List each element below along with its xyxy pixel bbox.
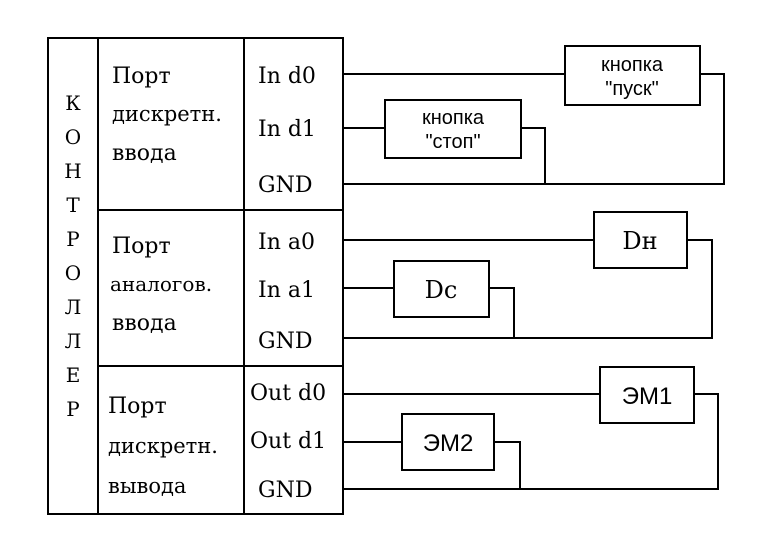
port-name-line: вывода bbox=[108, 474, 186, 498]
controller-frame bbox=[47, 37, 344, 515]
em2-frame bbox=[401, 413, 495, 471]
wires-discrete-output bbox=[343, 393, 719, 490]
controller-letter: Т bbox=[66, 193, 80, 217]
controller-letter: О bbox=[65, 125, 81, 149]
controller-letter: Л bbox=[65, 329, 82, 353]
start-button-frame bbox=[564, 45, 701, 106]
pin-out-d1: Out d1 bbox=[250, 429, 326, 454]
pin-gnd-2: GND bbox=[258, 329, 312, 354]
pin-gnd-3: GND bbox=[258, 478, 312, 503]
pin-in-a1: In a1 bbox=[258, 278, 315, 303]
port-name-line: Порт bbox=[112, 64, 171, 89]
wire-dn-to-gnd bbox=[343, 239, 713, 339]
wire-em1-to-gnd bbox=[343, 393, 719, 490]
dc-sensor-box: Dс bbox=[393, 260, 490, 318]
start-button-label-line2: "пуск" bbox=[605, 78, 659, 100]
wire-start-to-gnd bbox=[343, 73, 725, 185]
wire-em2-to-gnd bbox=[494, 441, 521, 489]
port-name-line: аналогов. bbox=[110, 272, 212, 296]
stop-button-label-line2: "стоп" bbox=[425, 131, 480, 153]
stop-button-frame bbox=[384, 99, 522, 159]
pin-in-d0: In d0 bbox=[258, 64, 316, 89]
em1-frame bbox=[599, 366, 695, 424]
wire-dc-to-gnd bbox=[489, 287, 515, 338]
start-button-box: кнопка "пуск" bbox=[564, 45, 701, 106]
dn-sensor-box: Dн bbox=[593, 211, 688, 269]
port-discrete-output-name: Порт дискретн. вывода bbox=[108, 394, 218, 498]
pin-in-d1: In d1 bbox=[258, 117, 316, 142]
port-name-line: ввода bbox=[112, 141, 177, 166]
em1-label: ЭМ1 bbox=[622, 383, 673, 410]
port-discrete-input-name: Порт дискретн. ввода bbox=[112, 64, 222, 166]
wires-analog-input bbox=[343, 239, 713, 339]
dc-sensor-label: Dс bbox=[425, 276, 458, 304]
pin-gnd-1: GND bbox=[258, 173, 312, 198]
controller-letter: Л bbox=[65, 295, 82, 319]
wire-stop-to-gnd bbox=[521, 127, 546, 184]
start-button-label-line1: кнопка bbox=[601, 54, 664, 76]
port-analog-input-name: Порт аналогов. ввода bbox=[110, 234, 212, 336]
em2-box: ЭМ2 bbox=[401, 413, 495, 471]
port-name-line: дискретн. bbox=[112, 102, 222, 126]
port-name-line: дискретн. bbox=[108, 434, 218, 458]
stop-button-box: кнопка "стоп" bbox=[384, 99, 522, 159]
em1-box: ЭМ1 bbox=[599, 366, 695, 424]
controller-letter: Р bbox=[66, 227, 79, 251]
port-name-line: Порт bbox=[108, 394, 167, 419]
port-name-line: ввода bbox=[112, 311, 177, 336]
controller-table bbox=[47, 37, 344, 515]
controller-letter: Н bbox=[64, 159, 81, 183]
pin-in-a0: In a0 bbox=[258, 230, 315, 255]
controller-letter: Е bbox=[66, 363, 81, 387]
dn-sensor-label: Dн bbox=[622, 227, 657, 255]
wires-discrete-input bbox=[343, 73, 725, 185]
stop-button-label-line1: кнопка bbox=[422, 107, 485, 129]
port-name-line: Порт bbox=[112, 234, 171, 259]
dc-sensor-frame bbox=[393, 260, 490, 318]
controller-letter: О bbox=[65, 261, 81, 285]
pin-labels: In d0 In d1 GND In a0 In a1 GND Out d0 O… bbox=[250, 64, 326, 503]
dn-sensor-frame bbox=[593, 211, 688, 269]
pin-out-d0: Out d0 bbox=[250, 381, 326, 406]
controller-letter: Р bbox=[66, 397, 79, 421]
controller-letter: К bbox=[65, 91, 81, 115]
controller-label: К О Н Т Р О Л Л Е Р bbox=[64, 91, 81, 421]
em2-label: ЭМ2 bbox=[423, 430, 474, 457]
